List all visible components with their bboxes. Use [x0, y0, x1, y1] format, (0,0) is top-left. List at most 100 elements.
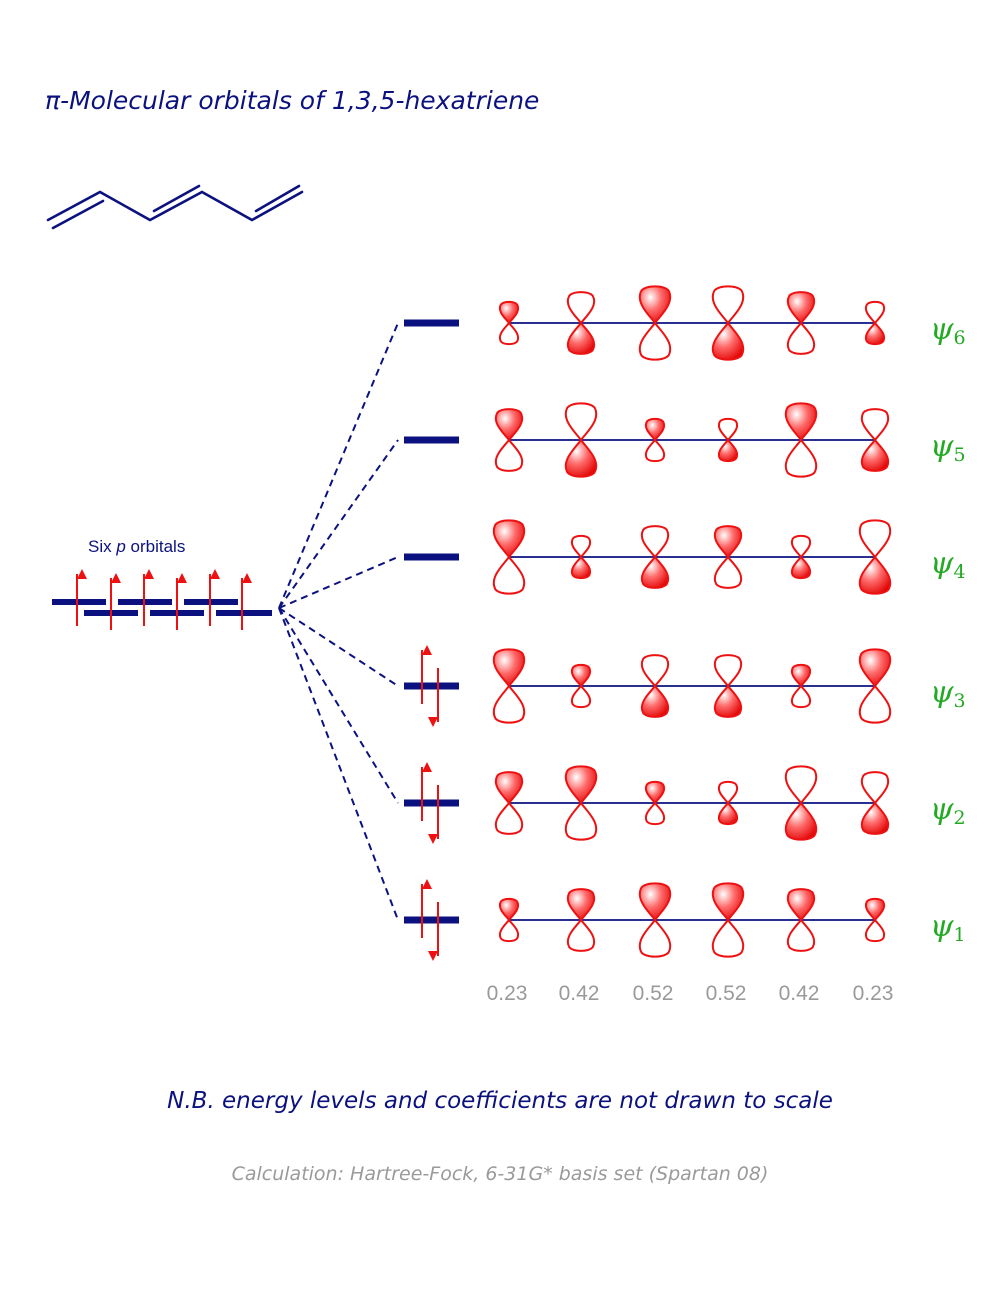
- orbital-lobe-upper: [570, 663, 592, 688]
- psi-symbol: ψ: [930, 546, 954, 581]
- orbital-lobe-upper: [498, 897, 520, 922]
- orbital-lobe-lower: [638, 321, 672, 361]
- p-orbital-lobes: [566, 888, 596, 952]
- orbital-lobe-upper: [570, 534, 592, 559]
- p-orbital-level: [216, 610, 272, 616]
- psi-index: 6: [954, 327, 966, 349]
- coefficient-label: 0.42: [779, 982, 820, 1005]
- orbital-lobe-upper: [858, 648, 892, 688]
- p-orbital-lobes: [494, 771, 524, 835]
- orbital-lobe-lower: [492, 555, 526, 595]
- orbital-lobe-upper: [784, 402, 818, 442]
- atomic-electrons: [76, 569, 252, 630]
- p-orbital-lobes: [498, 300, 520, 346]
- p-orbital-lobes: [644, 780, 666, 826]
- p-orbital-lobes: [713, 654, 743, 718]
- title-text: -Molecular orbitals of 1,3,5-hexatriene: [60, 86, 540, 115]
- orbital-lobe-lower: [492, 684, 526, 724]
- psi-index: 1: [954, 924, 966, 946]
- orbital-lobe-upper: [713, 525, 743, 559]
- orbital-lobe-upper: [784, 765, 818, 805]
- orbital-lobe-upper: [638, 882, 672, 922]
- coefficient-label: 0.52: [706, 982, 747, 1005]
- p-orbital-lobes: [784, 402, 818, 478]
- orbital-lobe-upper: [564, 402, 598, 442]
- orbital-lobe-upper: [492, 519, 526, 559]
- correlation-line: [278, 439, 399, 609]
- psi-label: ψ5: [930, 429, 966, 466]
- energy-level-bar: [404, 799, 459, 807]
- psi-symbol: ψ: [930, 675, 954, 710]
- orbital-lobe-upper: [644, 417, 666, 442]
- orbital-lobe-upper: [717, 417, 739, 442]
- p-orbitals-suffix: orbitals: [126, 537, 186, 556]
- orbital-lobe-lower: [860, 801, 890, 835]
- correlation-line: [278, 607, 399, 921]
- orbital-lobe-upper: [498, 300, 520, 325]
- orbital-lobe-lower: [864, 918, 886, 943]
- mo-level-psi2: ψ2: [278, 607, 966, 844]
- p-orbital-lobes: [566, 291, 596, 355]
- p-orbital-lobes: [860, 408, 890, 472]
- p-orbital-lobes: [858, 648, 892, 724]
- orbital-lobe-upper: [858, 519, 892, 559]
- orbital-lobe-upper: [790, 534, 812, 559]
- orbital-lobe-upper: [644, 780, 666, 805]
- p-orbitals-symbol: p: [115, 537, 125, 556]
- energy-level-bar: [404, 553, 459, 561]
- p-orbital-lobes: [570, 534, 592, 580]
- orbital-lobe-lower: [860, 438, 890, 472]
- p-orbital-lobes: [711, 882, 745, 958]
- energy-level-bar: [404, 916, 459, 924]
- psi-symbol: ψ: [930, 792, 954, 827]
- orbital-lobe-upper: [638, 285, 672, 325]
- psi-label: ψ4: [930, 546, 966, 583]
- orbital-lobe-lower: [570, 555, 592, 580]
- p-orbital-lobes: [492, 648, 526, 724]
- orbital-lobe-upper: [711, 285, 745, 325]
- p-orbitals-prefix: Six: [88, 537, 116, 556]
- p-orbital-lobes: [564, 765, 598, 841]
- psi-symbol: ψ: [930, 429, 954, 464]
- orbital-lobe-upper: [860, 771, 890, 805]
- p-orbital-lobes: [790, 534, 812, 580]
- orbital-lobe-upper: [711, 882, 745, 922]
- orbital-lobe-lower: [713, 684, 743, 718]
- energy-level-bar: [404, 319, 459, 327]
- p-orbital-lobes: [498, 897, 520, 943]
- orbital-lobe-upper: [566, 291, 596, 325]
- orbital-lobe-upper: [494, 408, 524, 442]
- orbital-lobe-upper: [790, 663, 812, 688]
- orbital-lobe-upper: [786, 888, 816, 922]
- p-orbital-lobes: [864, 300, 886, 346]
- coefficient-label: 0.42: [559, 982, 600, 1005]
- orbital-lobe-upper: [864, 300, 886, 325]
- orbital-lobe-upper: [864, 897, 886, 922]
- psi-index: 5: [954, 444, 966, 466]
- correlation-line: [278, 556, 399, 609]
- psi-label: ψ1: [930, 909, 966, 946]
- orbital-lobe-lower: [713, 555, 743, 589]
- orbital-lobe-lower: [564, 801, 598, 841]
- orbital-lobe-lower: [638, 918, 672, 958]
- orbital-lobe-lower: [640, 684, 670, 718]
- psi-index: 3: [954, 690, 966, 712]
- orbital-lobe-lower: [644, 438, 666, 463]
- orbital-lobe-lower: [786, 918, 816, 952]
- energy-level-bar: [404, 436, 459, 444]
- p-orbital-lobes: [564, 402, 598, 478]
- mo-level-psi3: ψ3: [278, 607, 966, 727]
- orbital-lobe-lower: [786, 321, 816, 355]
- orbital-lobe-lower: [858, 684, 892, 724]
- orbital-lobe-upper: [640, 525, 670, 559]
- orbital-lobe-lower: [717, 438, 739, 463]
- orbital-lobe-lower: [566, 918, 596, 952]
- coefficient-label: 0.23: [487, 982, 528, 1005]
- orbital-lobe-lower: [564, 438, 598, 478]
- orbital-lobe-lower: [644, 801, 666, 826]
- p-orbital-lobes: [717, 417, 739, 463]
- scale-note: N.B. energy levels and coefficients are …: [167, 1088, 833, 1114]
- p-orbital-lobes: [864, 897, 886, 943]
- orbital-lobe-lower: [864, 321, 886, 346]
